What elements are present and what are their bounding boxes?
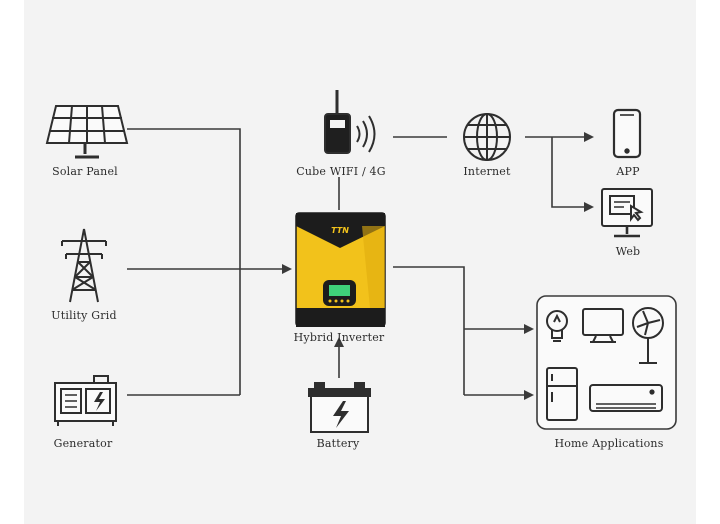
internet-label: Internet: [463, 165, 511, 178]
battery-label: Battery: [316, 437, 360, 450]
generator-label: Generator: [53, 437, 113, 450]
transmission-tower-icon: [61, 228, 107, 303]
web-label: Web: [615, 245, 641, 258]
home-appliances-panel: [536, 295, 677, 430]
wifi-device-icon: [324, 90, 376, 154]
generator-icon: [54, 375, 117, 426]
app-label: APP: [616, 165, 640, 178]
globe-icon: [463, 113, 511, 161]
light-bulb-icon: [546, 310, 568, 342]
connector-lines: [127, 128, 594, 400]
inverter-to-home-line: [393, 266, 465, 395]
tv-icon: [582, 308, 624, 343]
cube-wifi-label: Cube WIFI / 4G: [296, 165, 386, 178]
refrigerator-icon: [546, 367, 578, 421]
battery-icon: [308, 382, 371, 433]
monitor-icon: [601, 188, 653, 238]
solar-to-inverter-line: [127, 128, 241, 395]
air-conditioner-icon: [589, 384, 663, 412]
phone-icon: [612, 108, 642, 159]
internet-to-web-arrow: [551, 137, 594, 212]
solar-panel-label: Solar Panel: [52, 165, 118, 178]
home-applications-label: Home Applications: [554, 437, 664, 450]
hybrid-inverter-label: Hybrid Inverter: [293, 331, 385, 344]
utility-grid-label: Utility Grid: [51, 309, 117, 322]
hybrid-inverter-device: TTN: [295, 212, 386, 327]
solar-panel-icon: [45, 105, 129, 159]
inverter-brand-logo: TTN: [331, 226, 349, 235]
fan-icon: [632, 307, 664, 364]
